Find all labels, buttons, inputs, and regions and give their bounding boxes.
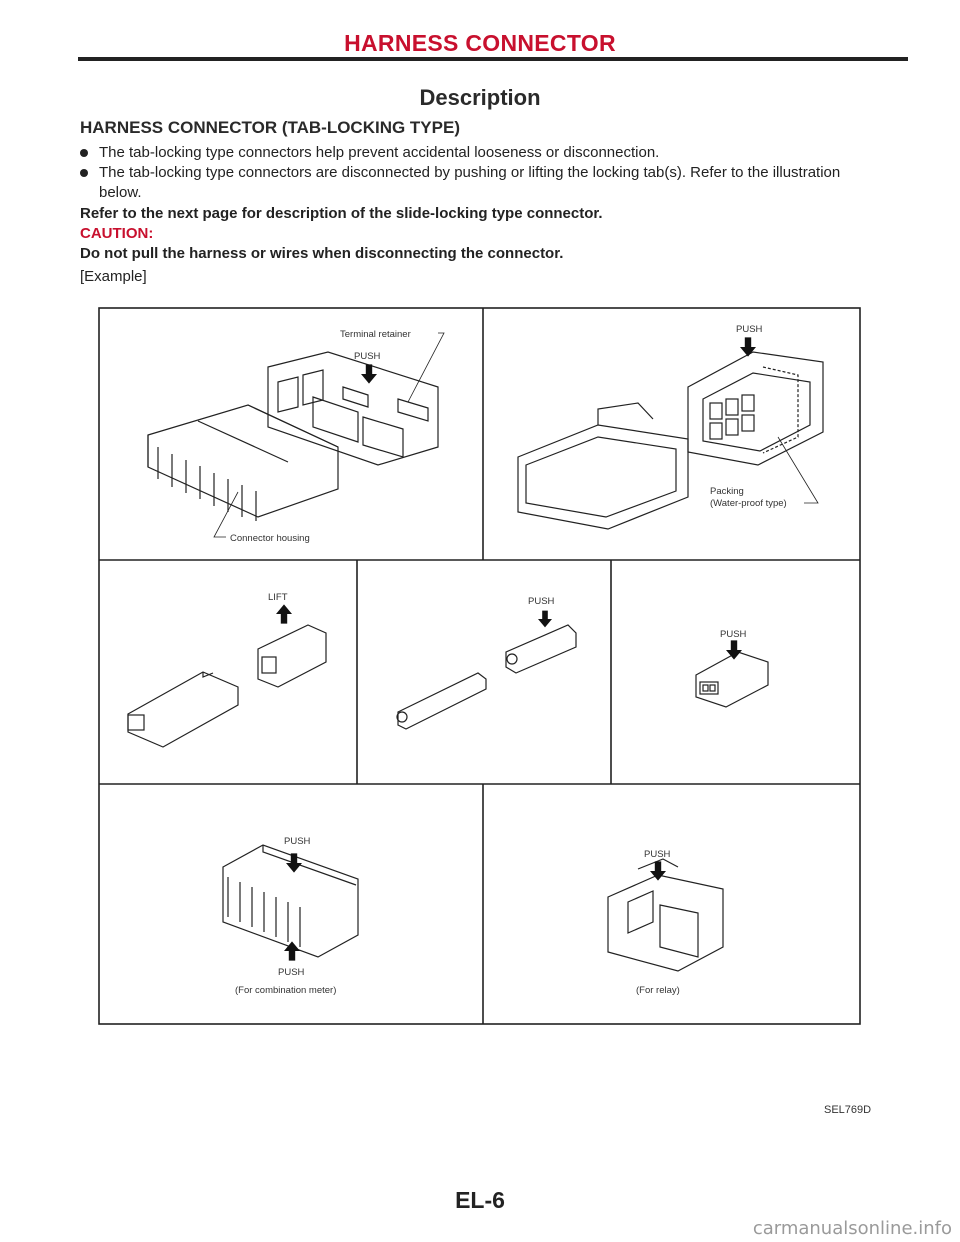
combination-meter-caption: (For combination meter) (235, 985, 336, 996)
panel-combination-meter (222, 844, 359, 958)
bullet-dot-icon (80, 149, 88, 157)
page-header-title: HARNESS CONNECTOR (344, 30, 616, 56)
push-label: PUSH (278, 967, 305, 978)
bullet-item: The tab-locking type connectors help pre… (80, 143, 882, 163)
push-arrow-icon (284, 941, 300, 961)
push-label: PUSH (354, 351, 381, 362)
packing-label-line2: (Water-proof type) (710, 498, 787, 509)
refer-note: Refer to the next page for description o… (80, 205, 603, 222)
lift-label: LIFT (268, 592, 288, 603)
panel-terminal-retainer (147, 351, 439, 521)
connector-housing-label: Connector housing (230, 533, 310, 544)
panel-lift (127, 624, 327, 748)
packing-label-line1: Packing (710, 486, 744, 497)
push-arrow-icon (286, 853, 302, 873)
push-arrow-icon (538, 610, 552, 628)
example-label: [Example] (80, 268, 147, 285)
push-label: PUSH (720, 629, 747, 640)
watermark-text: carmanualsonline.info (752, 1218, 952, 1239)
panel-pin-connector (396, 624, 577, 730)
lift-arrow-icon (276, 604, 292, 624)
section-title: Description (419, 85, 541, 110)
subsection-heading: HARNESS CONNECTOR (TAB-LOCKING TYPE) (80, 118, 460, 137)
bullet-text: The tab-locking type connectors help pre… (99, 144, 660, 161)
figure-code: SEL769D (824, 1104, 872, 1116)
page-code: EL-6 (455, 1187, 505, 1213)
panel-relay (607, 858, 724, 972)
terminal-retainer-label: Terminal retainer (340, 329, 411, 340)
relay-caption: (For relay) (636, 985, 680, 996)
caution-label: CAUTION: (80, 225, 154, 242)
panel-water-proof (517, 351, 824, 530)
push-label: PUSH (736, 324, 763, 335)
bullet-dot-icon (80, 169, 88, 177)
panel-block-connector (695, 651, 769, 708)
header-divider (78, 57, 908, 61)
caution-text: Do not pull the harness or wires when di… (80, 245, 564, 262)
bullet-text: The tab-locking type connectors are disc… (99, 164, 841, 201)
push-label: PUSH (528, 596, 555, 607)
push-arrow-icon (740, 337, 756, 357)
push-label: PUSH (284, 836, 311, 847)
connector-illustration: PUSH Terminal retainer Connector housing… (98, 307, 861, 1025)
bullet-list: The tab-locking type connectors help pre… (80, 143, 882, 203)
push-label: PUSH (644, 849, 671, 860)
bullet-item: The tab-locking type connectors are disc… (80, 163, 882, 203)
